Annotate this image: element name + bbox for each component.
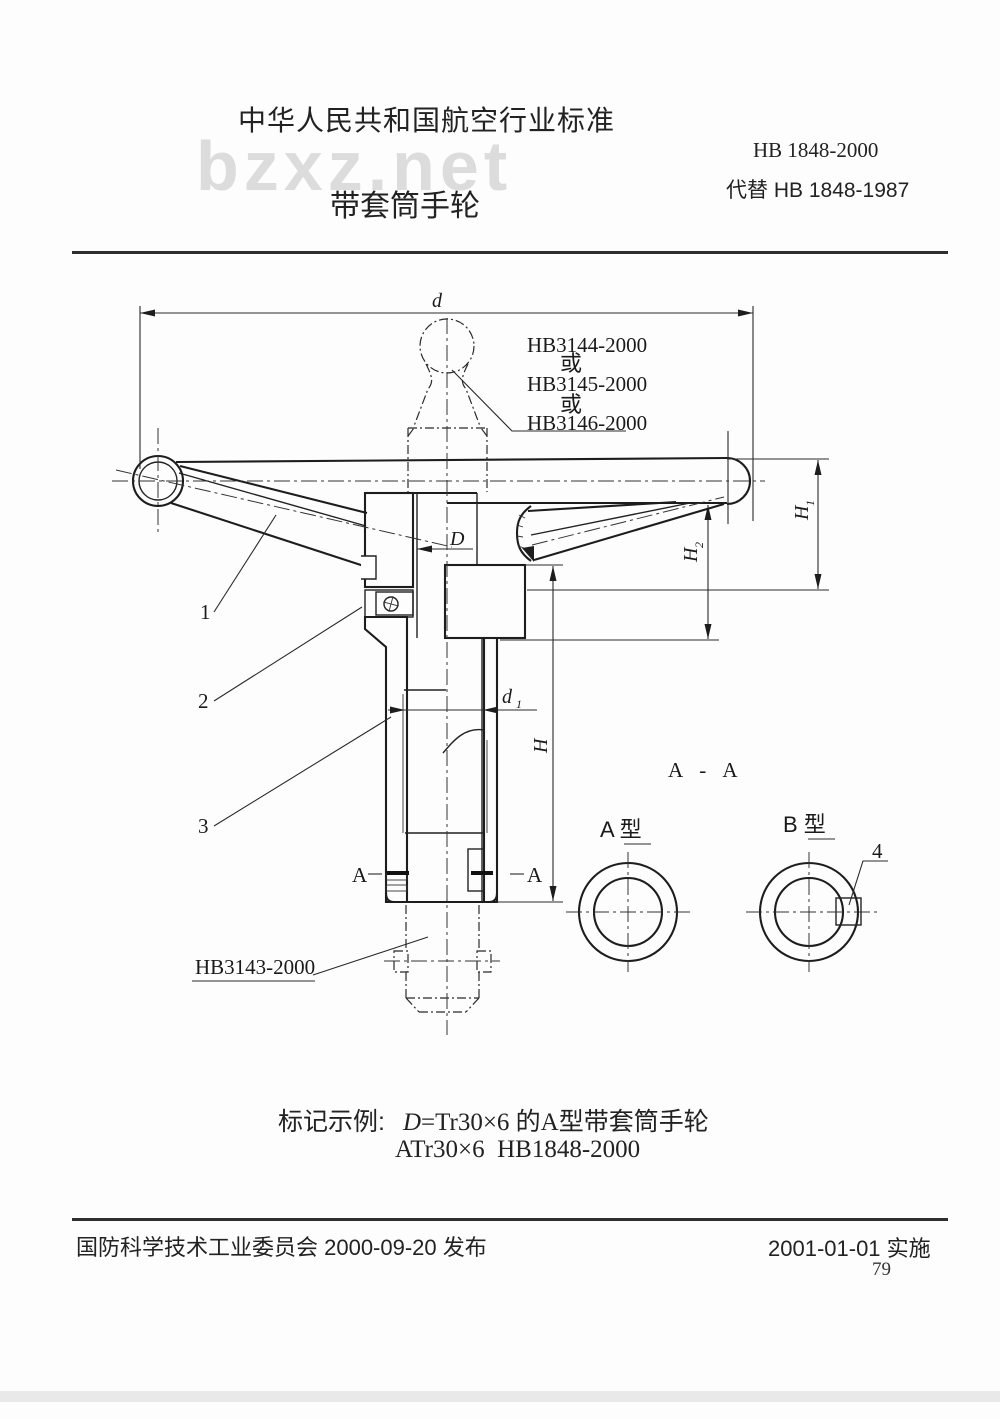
knob-ref-or-1: 或 (560, 351, 582, 376)
marking-example-prefix: 标记示例: (278, 1108, 385, 1136)
dim-h1-label: H (791, 504, 813, 521)
type-a-label: A 型 (600, 817, 642, 842)
knob-ref-2: HB3145-2000 (527, 372, 647, 396)
footer-implemented: 2001-01-01 实施 (768, 1236, 931, 1261)
hub-and-sleeve-section (361, 491, 527, 904)
dim-d-label: d (432, 290, 443, 312)
section-title: A - A (668, 758, 744, 782)
marking-example-line2: ATr30×6 HB1848-2000 (395, 1136, 641, 1163)
section-cut-a-left: A (352, 863, 368, 887)
knob-ref-1: HB3144-2000 (527, 333, 647, 357)
stud-ref-label: HB3143-2000 (195, 955, 315, 979)
type-b-label: B 型 (783, 812, 826, 837)
replaces-note: 代替 HB 1848-1987 (726, 179, 910, 202)
watermark: bzxz.net (196, 127, 513, 205)
marking-example-designation: =Tr30×6 的A型带套筒手轮 (421, 1109, 709, 1136)
part-number-2: 2 (198, 689, 209, 713)
threaded-stud-outline (384, 905, 500, 1013)
section-cut-a-right: A (527, 863, 543, 887)
drawing-labels: d HB3144-2000 或 HB3145-2000 或 HB3146-200… (195, 290, 883, 979)
dimension-lines (139, 306, 888, 982)
handwheel-rim (131, 454, 751, 568)
header-rule (72, 251, 948, 254)
dim-h-label: H (530, 737, 552, 754)
footer-rule (72, 1218, 948, 1221)
page-number: 79 (872, 1259, 891, 1280)
part-number-4: 4 (872, 839, 883, 863)
marking-example-line1: 标记示例: D=Tr30×6 的A型带套筒手轮 (278, 1102, 709, 1138)
dim-d1-label: d (502, 686, 513, 708)
center-lines (112, 318, 880, 1035)
dim-bore-label: D (449, 528, 465, 550)
document-title: 带套筒手轮 (330, 190, 480, 223)
svg-text:1: 1 (516, 697, 522, 711)
footer-published: 国防科学技术工业委员会 2000-09-20 发布 (76, 1235, 487, 1260)
marking-example-variable: D (402, 1109, 422, 1136)
part-number-3: 3 (198, 814, 209, 838)
svg-text:1: 1 (803, 500, 817, 506)
bottom-scan-band (0, 1391, 1000, 1402)
dim-h2-label: H (680, 546, 702, 563)
standard-name: 中华人民共和国航空行业标准 (238, 105, 616, 136)
part-number-1: 1 (200, 600, 211, 624)
knob-ref-3: HB3146-2000 (527, 411, 647, 435)
svg-text:2: 2 (692, 542, 706, 548)
knob-ref-or-2: 或 (560, 392, 582, 417)
standard-number: HB 1848-2000 (753, 138, 879, 162)
